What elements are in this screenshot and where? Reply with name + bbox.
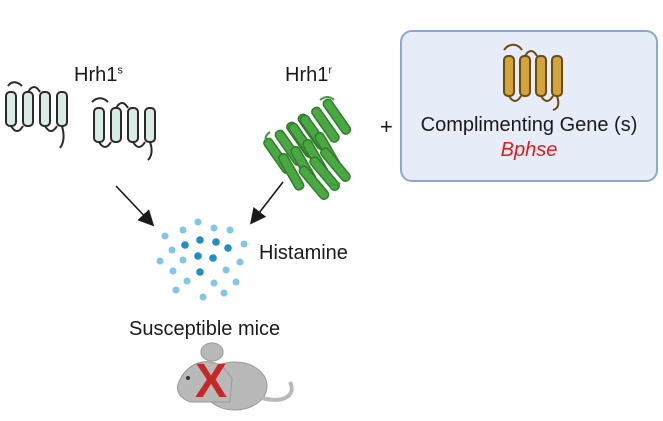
susceptible-mice-label: Susceptible mice xyxy=(129,318,281,340)
hrh1r-label-base: Hrh1 xyxy=(285,64,329,86)
receptor-r-cluster-icon xyxy=(263,96,352,201)
gene-receptor-icon xyxy=(503,43,563,111)
x-mark-icon: X xyxy=(195,355,228,408)
arrow-right-icon xyxy=(250,181,284,225)
receptor-s-2-icon xyxy=(91,97,156,161)
complementing-gene-box: Complimenting Gene (s) Bphse xyxy=(400,30,658,182)
histamine-label: Histamine xyxy=(259,242,348,264)
histamine-icon xyxy=(156,218,248,301)
plus-sign: + xyxy=(380,114,393,139)
hrh1r-label: Hrh1r xyxy=(285,64,332,87)
hrh1s-label-base: Hrh1 xyxy=(74,64,118,86)
receptor-s-1-icon xyxy=(5,81,68,149)
hrh1s-label: Hrh1s xyxy=(74,64,123,87)
arrow-left-icon xyxy=(115,185,155,227)
hrh1s-label-sup: s xyxy=(117,64,123,77)
mouse-icon xyxy=(177,342,294,411)
hrh1r-label-sup: r xyxy=(328,64,333,77)
gene-name: Bphse xyxy=(500,139,558,161)
complementing-gene-title: Complimenting Gene (s) xyxy=(420,114,638,136)
